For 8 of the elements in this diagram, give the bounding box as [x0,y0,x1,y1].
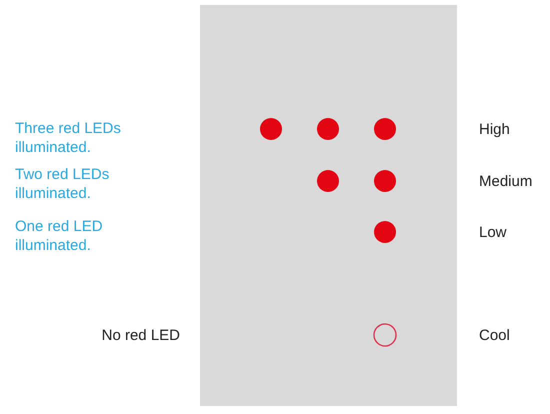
level-label: Cool [479,327,510,344]
level-label: Medium [479,173,532,190]
description-text: Three red LEDs illuminated. [15,120,121,156]
description-text: One red LED illuminated. [15,218,103,254]
description-text: Two red LEDs illuminated. [15,166,110,202]
level-label: High [479,121,510,138]
level-label: Low [479,224,507,241]
description-text: No red LED [102,327,180,344]
